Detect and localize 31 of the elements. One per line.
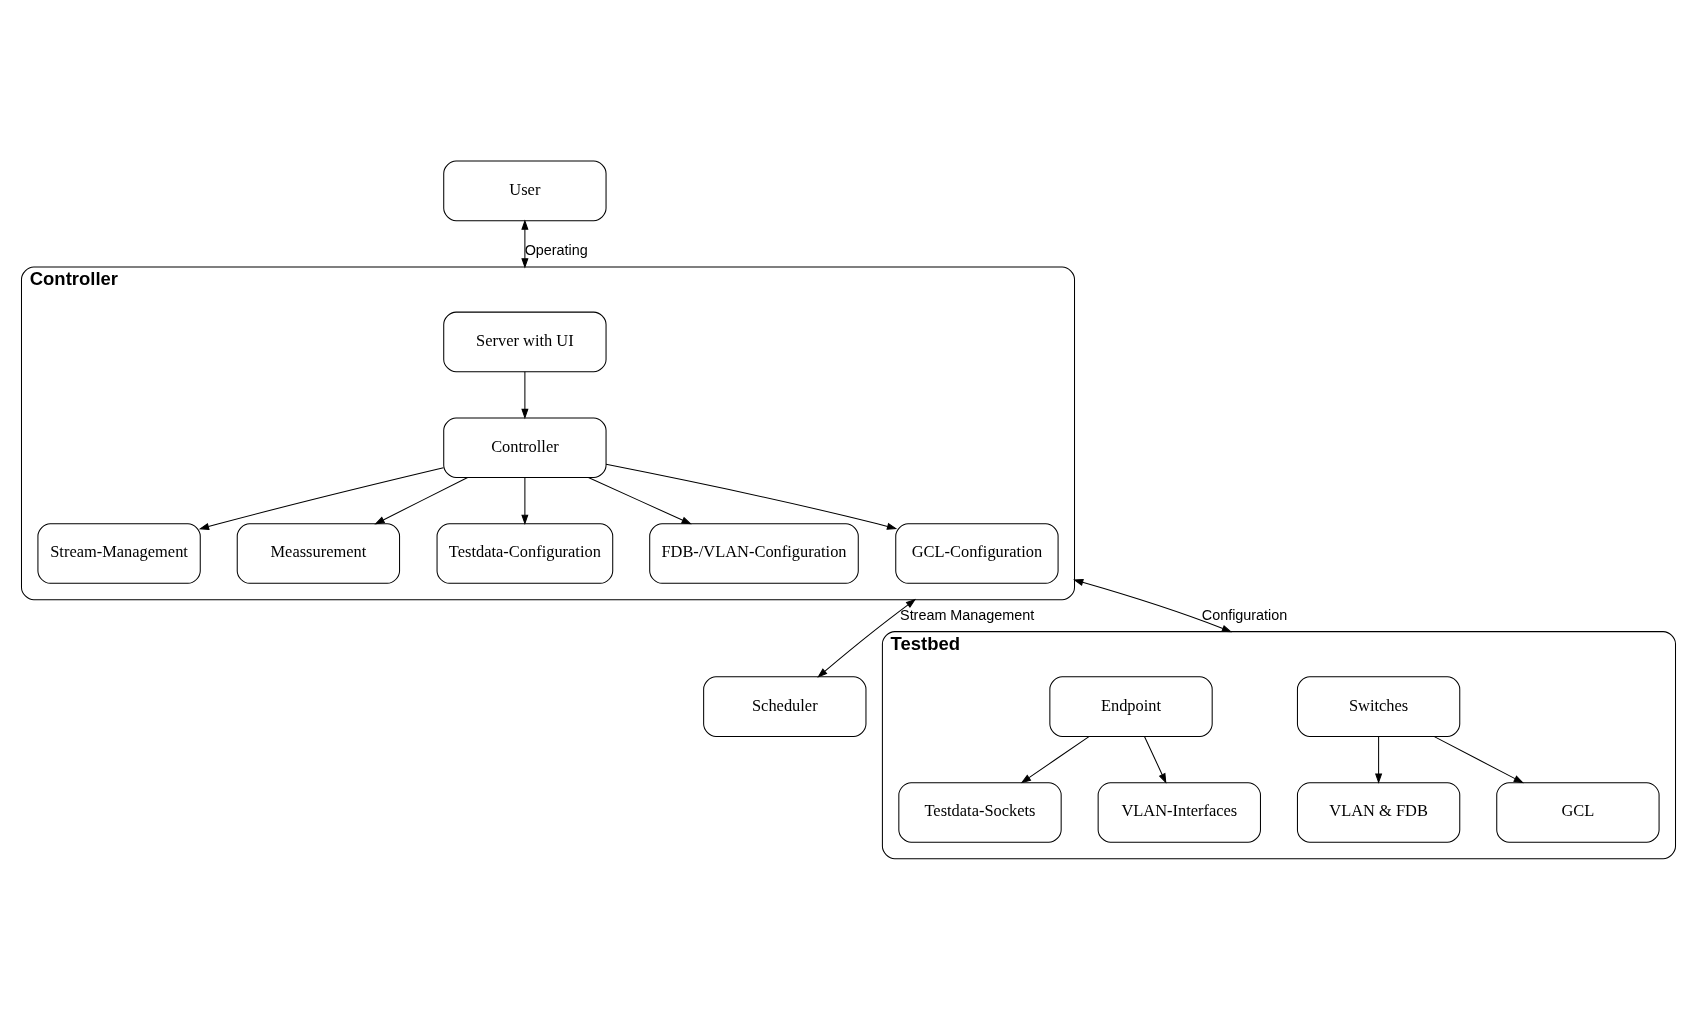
node-box: Switches — [1296, 676, 1461, 737]
arrow — [1020, 736, 1090, 784]
arrow — [605, 463, 898, 530]
node-box: Testdata-Configuration — [436, 523, 614, 584]
arrow — [1073, 578, 1233, 633]
edge-label: Stream Management — [900, 606, 1035, 623]
node-box: VLAN-Interfaces — [1097, 782, 1261, 843]
edge-label: Operating — [524, 241, 588, 258]
arrow — [587, 477, 692, 525]
arrow — [1433, 735, 1524, 784]
node-box: GCL-Configuration — [895, 523, 1059, 584]
node-box: Server with UI — [443, 311, 607, 373]
arrow — [521, 477, 529, 525]
arrow — [374, 477, 469, 525]
node-box: Scheduler — [703, 676, 867, 737]
arrow — [817, 598, 917, 678]
edge-label: Configuration — [1201, 606, 1288, 623]
node-box: Stream-Management — [37, 523, 201, 584]
node-box: Endpoint — [1049, 676, 1213, 737]
arrow — [521, 219, 529, 269]
arrow — [521, 371, 529, 420]
node-box: VLAN & FDB — [1296, 782, 1461, 843]
node-box: Meassurement — [236, 523, 401, 584]
node-box: User — [443, 160, 607, 222]
node-box: Testdata-Sockets — [898, 782, 1062, 843]
arrow — [198, 467, 444, 530]
node-box: Controller — [443, 417, 607, 479]
arrow — [1375, 736, 1383, 784]
arrow — [1143, 736, 1167, 784]
node-box: GCL — [1496, 782, 1660, 843]
node-box: FDB-/VLAN-Configuration — [649, 523, 859, 584]
